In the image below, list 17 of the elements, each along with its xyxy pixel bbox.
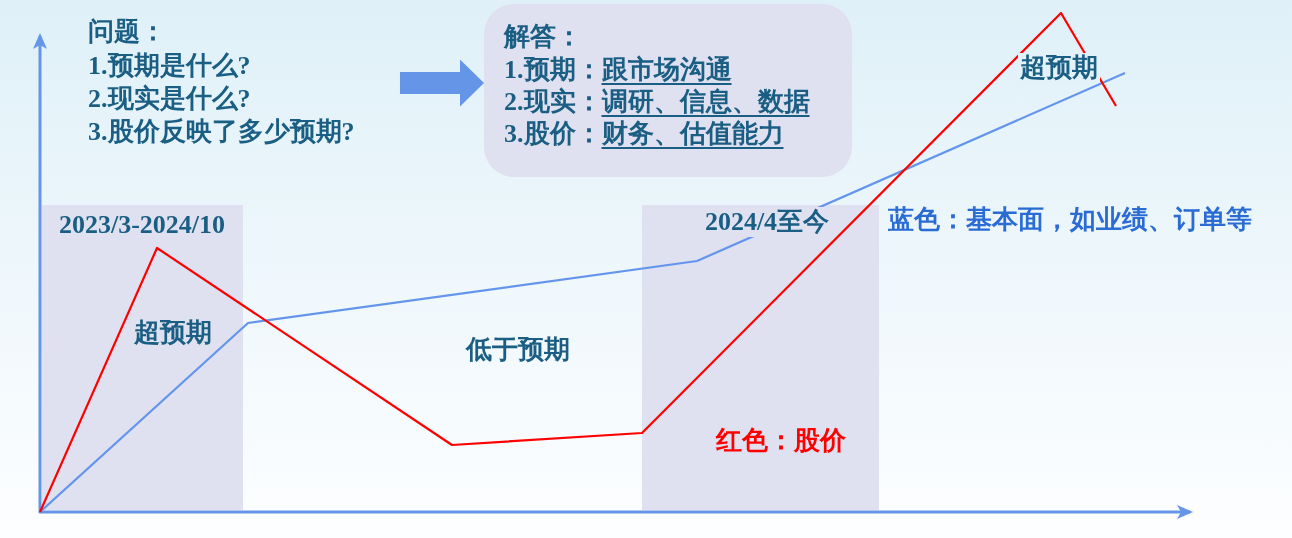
rounded-panel <box>484 4 852 177</box>
question-text: 2.现实是什么? <box>88 84 251 114</box>
shaded-band <box>642 205 879 510</box>
legend-text: 蓝色：基本面，如业绩、订单等 <box>887 205 1253 235</box>
question-text: 3.股价反映了多少预期? <box>88 117 355 147</box>
answer-text: 1.预期：跟市场沟通 <box>504 55 732 85</box>
text-label: 超预期 <box>1018 53 1100 83</box>
shaded-band <box>42 205 243 510</box>
legend-text: 红色：股价 <box>714 426 847 456</box>
heading: 问题： <box>88 17 166 47</box>
answer-text: 2.现实：调研、信息、数据 <box>504 87 810 117</box>
heading: 解答： <box>504 22 582 52</box>
block-arrow <box>400 59 484 107</box>
band-text: 超预期 <box>132 318 214 348</box>
answer-text: 3.股价：财务、估值能力 <box>504 119 784 149</box>
text-label: 低于预期 <box>464 335 571 365</box>
question-text: 1.预期是什么? <box>88 51 251 81</box>
